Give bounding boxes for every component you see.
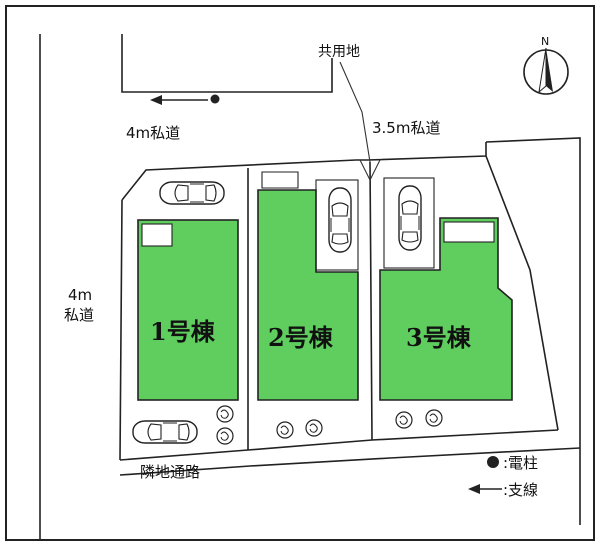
shared-land-label: 共用地: [318, 44, 360, 60]
road-left-label-2: 私道: [64, 306, 94, 324]
shrub: [276, 421, 294, 439]
legend-wire-label: :支線: [503, 481, 538, 499]
road-left-label-1: 4m: [68, 286, 92, 304]
car-2: [328, 187, 352, 253]
road-top-label: 4m私道: [126, 124, 180, 142]
building-2-label: 2号棟: [268, 323, 334, 352]
outer-frame: [5, 5, 595, 541]
building-1: [137, 219, 239, 401]
road-mid-label: 3.5m私道: [372, 119, 440, 137]
shared-land-wedge: [359, 159, 381, 182]
top-right-boundary: [485, 137, 581, 525]
utility-pole-dot: [210, 94, 220, 104]
building-2-porch: [261, 171, 299, 189]
parking-2: [315, 179, 359, 271]
shrub: [425, 409, 443, 427]
legend-pole-icon: [487, 456, 499, 468]
adjacent-path-label: 隣地通路: [140, 463, 200, 481]
lot-left-edge: [119, 199, 123, 461]
building-3-porch: [443, 221, 495, 243]
top-road-edge: [121, 34, 333, 93]
shrub: [216, 405, 234, 423]
car-1-top: [159, 181, 225, 205]
lot-right-edge: [485, 155, 559, 431]
building-1-porch: [141, 223, 173, 247]
north-compass: N: [523, 35, 569, 95]
legend-wire-arrowhead: [468, 484, 480, 494]
lot-outline: [121, 142, 487, 201]
parking-3: [383, 177, 435, 269]
shrub: [395, 411, 413, 429]
shrub: [216, 427, 234, 445]
car-1-bottom: [132, 420, 198, 444]
adjacent-path-line: [119, 447, 581, 476]
shared-land-pointer: [339, 61, 371, 163]
lot-bottom-edge: [119, 429, 559, 461]
lot-divider-2: [369, 161, 373, 441]
building-3: [379, 217, 513, 401]
building-1-label: 1号棟: [150, 317, 216, 346]
guy-wire-arrowhead: [150, 95, 162, 105]
north-label: N: [541, 35, 549, 48]
legend-pole-label: :電柱: [503, 454, 538, 472]
shrub: [305, 419, 323, 437]
car-3: [398, 185, 422, 251]
building-3-label: 3号棟: [406, 323, 472, 352]
